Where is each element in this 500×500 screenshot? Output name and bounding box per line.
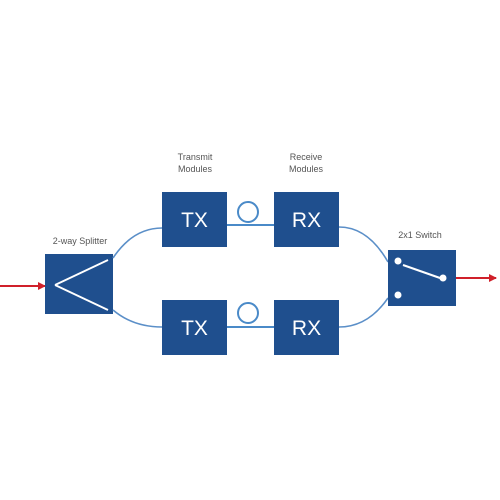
tx-module-bottom-label: TX [181, 317, 208, 340]
transmit-label-line2: Modules [178, 164, 213, 174]
switch-label: 2x1 Switch [398, 230, 442, 240]
wire-splitter-to-tx-bottom [112, 309, 163, 328]
rx-module-top-label: RX [292, 209, 321, 232]
fiber-loop-icon [227, 302, 274, 328]
wire-splitter-to-tx-top [112, 227, 163, 259]
receive-label-line2: Modules [289, 164, 324, 174]
switch-contact-icon [388, 250, 456, 306]
splitter-label: 2-way Splitter [53, 236, 108, 246]
tx-module-top-label: TX [181, 209, 208, 232]
tx-module-bottom: TX [162, 300, 227, 355]
fiber-loop-icon [227, 201, 274, 226]
wire-rx-bottom-to-switch [338, 297, 389, 328]
splitter [45, 254, 113, 314]
tx-module-top: TX [162, 192, 227, 247]
wire-rx-top-to-switch [338, 226, 389, 263]
transmit-label-line1: Transmit [178, 152, 213, 162]
receive-label-line1: Receive [290, 152, 323, 162]
rx-module-top: RX [274, 192, 339, 247]
rx-module-bottom-label: RX [292, 317, 321, 340]
rx-module-bottom: RX [274, 300, 339, 355]
